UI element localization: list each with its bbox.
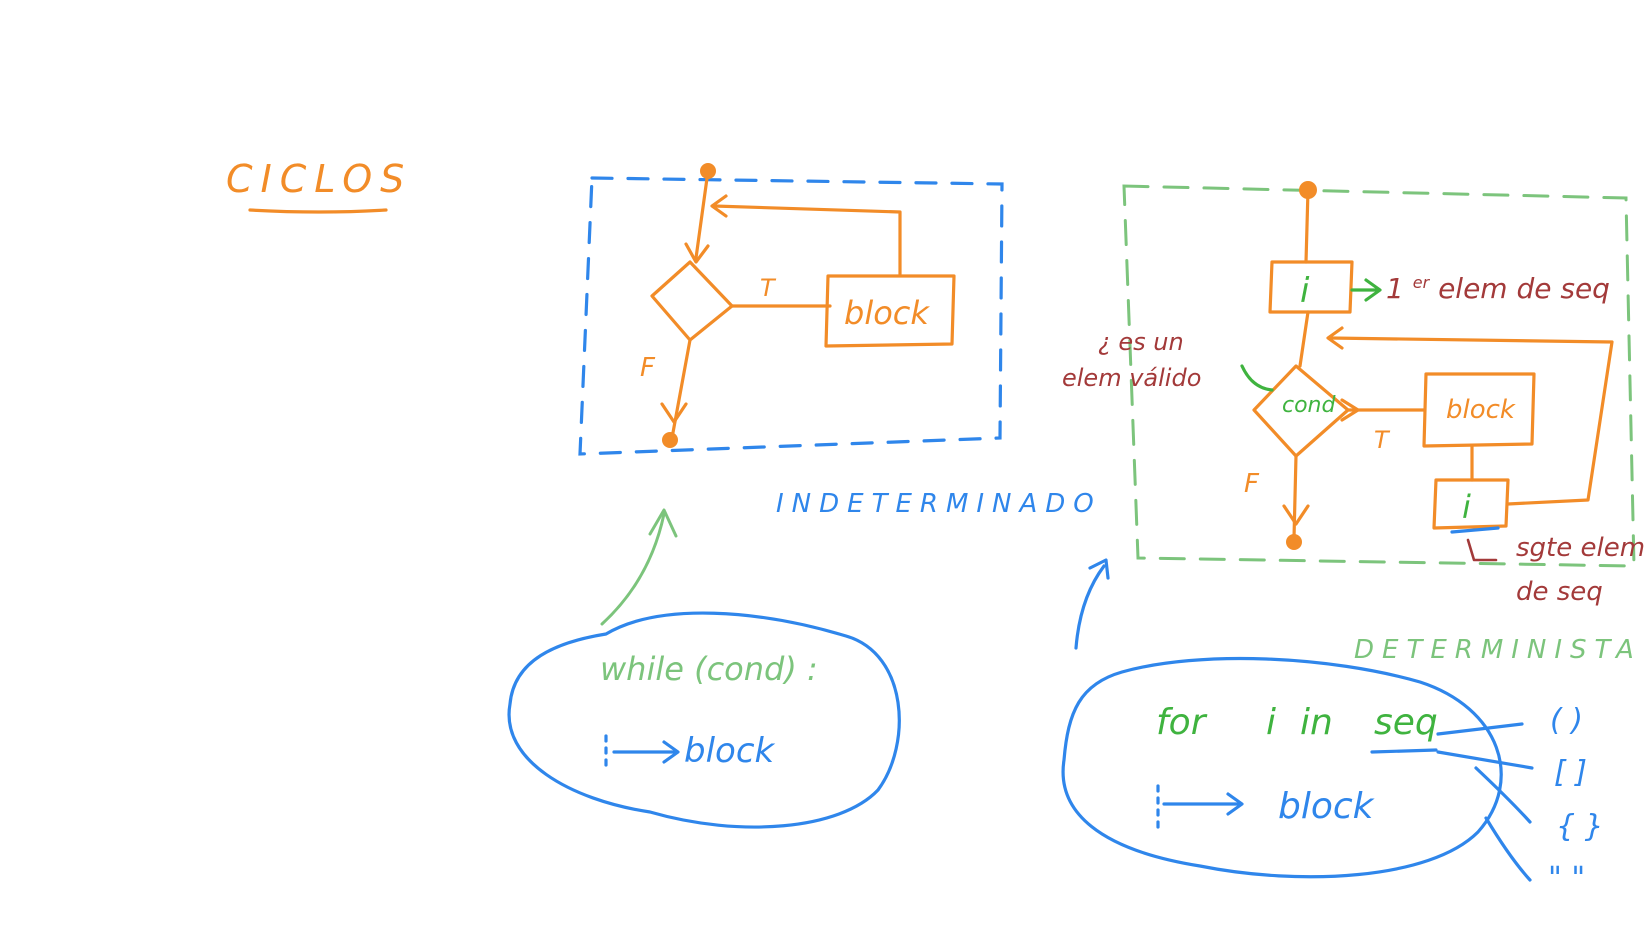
next-note-line1: sgte elem xyxy=(1516,533,1645,563)
determinista-flowchart: i 1 er elem de seq cond ¿ es un elem vál… xyxy=(1062,181,1645,607)
init-note-sup: er xyxy=(1413,273,1431,292)
while-code-line1: while (cond) : xyxy=(600,650,818,688)
seq-type-connector-1 xyxy=(1436,722,1524,736)
seq-type-connector-4 xyxy=(1484,816,1532,882)
next-note-line2: de seq xyxy=(1516,577,1603,607)
for-indent-arrowhead xyxy=(1226,792,1244,816)
while-to-diagram-arrow xyxy=(600,512,666,626)
for-false-branch-line xyxy=(1292,454,1298,540)
indeterminado-label: INDETERMINADO xyxy=(776,489,1102,519)
seq-type-tuple: ( ) xyxy=(1550,703,1583,738)
for-loop-back-arrowhead xyxy=(1326,326,1344,350)
for-code-seq: seq xyxy=(1374,702,1438,743)
indeterminado-frame xyxy=(578,176,1004,456)
init-note: 1 er elem de seq xyxy=(1386,262,1610,305)
for-code-keyword: for xyxy=(1156,702,1208,743)
seq-type-connector-3 xyxy=(1474,766,1532,824)
seq-types: ( ) [ ] { } " " xyxy=(1436,703,1604,896)
loop-back-line xyxy=(712,204,902,276)
next-note-pointer xyxy=(1466,538,1498,562)
block-box xyxy=(824,274,956,348)
loop-back-arrowhead xyxy=(710,194,728,218)
end-node xyxy=(662,432,678,448)
for-code-var: i xyxy=(1266,702,1276,743)
for-end-node xyxy=(1286,534,1302,550)
init-note-main: 1 xyxy=(1386,272,1404,305)
next-box xyxy=(1432,478,1510,530)
while-to-diagram-arrowhead xyxy=(648,508,678,538)
for-loop-back-line xyxy=(1328,336,1614,506)
for-code-in: in xyxy=(1300,702,1333,743)
indeterminado-flowchart: T block F xyxy=(578,163,1004,456)
false-label: F xyxy=(640,353,656,383)
seq-type-string: " " xyxy=(1548,861,1585,896)
cond-note-line1: ¿ es un xyxy=(1098,328,1184,356)
next-var: i xyxy=(1462,488,1471,526)
page-title: CICLOS xyxy=(226,157,412,201)
for-to-diagram-arrowhead xyxy=(1088,558,1110,580)
cond-note-arrow xyxy=(1240,364,1274,392)
init-to-cond-line xyxy=(1298,310,1310,368)
cond-note-line2: elem válido xyxy=(1062,364,1201,392)
for-false-label: F xyxy=(1244,469,1260,499)
init-var: i xyxy=(1300,271,1310,311)
next-var-underline xyxy=(1450,526,1500,534)
entry-arrowhead xyxy=(684,242,710,264)
title-underline xyxy=(248,208,388,214)
for-true-arrowhead xyxy=(1340,398,1360,422)
determinista-frame xyxy=(1122,184,1636,568)
for-entry-line xyxy=(1304,188,1310,264)
determinista-label: DETERMINISTA xyxy=(1354,635,1642,665)
while-code-bubble: while (cond) : block xyxy=(507,611,901,829)
false-arrowhead xyxy=(660,402,688,424)
for-to-diagram-arrow xyxy=(1074,564,1106,650)
for-block-label: block xyxy=(1446,395,1516,425)
seq-type-set: { } xyxy=(1556,809,1604,844)
for-true-label: T xyxy=(1374,426,1391,454)
while-bubble-outline xyxy=(507,611,901,829)
entry-line xyxy=(694,169,710,260)
seq-type-list: [ ] xyxy=(1554,755,1587,790)
init-note-arrowhead xyxy=(1364,278,1382,302)
for-block-box xyxy=(1422,372,1536,448)
seq-type-connector-2 xyxy=(1436,750,1534,770)
true-label: T xyxy=(760,274,777,302)
init-note-rest: elem de seq xyxy=(1438,272,1610,305)
while-code-line2: block xyxy=(684,731,776,771)
cond-label: cond xyxy=(1282,393,1336,418)
condition-diamond xyxy=(650,260,734,342)
init-box xyxy=(1268,260,1354,314)
for-bubble-outline xyxy=(1061,656,1503,879)
while-indent-arrowhead xyxy=(662,740,680,764)
for-false-arrowhead xyxy=(1282,504,1310,526)
for-code-bubble: for i in seq block xyxy=(1061,656,1503,879)
seq-underline xyxy=(1370,748,1438,754)
block-label: block xyxy=(844,294,930,332)
for-code-line2: block xyxy=(1278,786,1376,827)
